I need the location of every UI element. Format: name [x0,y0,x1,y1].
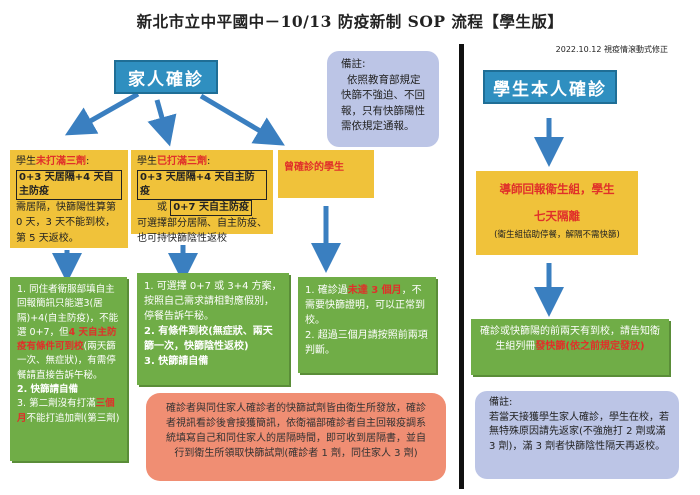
col2-plan-row: 或 0+7 天自主防疫 [137,199,267,216]
col3-action-box: 1. 確診過未達 3 個月，不需要快篩證明，可以正常到校。 2. 超過三個月請按… [298,277,436,373]
student-note-title: 備註: [489,397,513,408]
page-title: 新北市立中平國中－10/13 防疫新制 SOP 流程【學生版】 [136,12,564,31]
col1-heading: 學生未打滿三劑: [16,156,90,167]
col2-condition-box: 學生已打滿三劑: 0+3 天居隔+4 天自主防疫 或 0+7 天自主防疫 可選擇… [131,150,273,244]
col2-body: 可選擇部分居隔、自主防疫、也可持快篩陰性返校 [137,217,267,245]
col2-plan-box-2: 0+7 天自主防疫 [170,199,252,216]
student-isolation-box: 導師回報衛生組，學生 七天隔離 (衛生組協助停餐，解隔不需快篩) [476,171,638,255]
arrow-family-to-col1 [64,91,140,136]
col2-item-2: 2. 有條件到校(無症狀、兩天篩一次，快篩陰性返校) [144,326,273,352]
student-note: 備註: 若當天接獲學生家人確診，學生在校，若無特殊原因請先返家(不強施打 2 劑… [475,391,679,479]
col3-item-1: 1. 確診過未達 3 個月，不需要快篩證明，可以正常到校。 [305,285,425,326]
family-note-line: 需依規定通報。 [341,120,415,132]
student-contact-box: 確診或快篩陽的前兩天有到校，請告知衛生組列冊發快篩(依之前規定發放) [471,319,669,375]
col3-condition-box: 曾確診的學生 [278,150,374,198]
col1-condition-box: 學生未打滿三劑: 0+3 天居隔+4 天自主防疫 需居隔，快篩陽性算第 0 天，… [10,150,128,248]
col1-action-box: 1. 同住者衛服部填自主回報簡訊只能選3(居隔)+4(自主防疫)，不能選 0+7… [10,277,127,461]
family-note-line: 報，只有快篩陽性 [341,104,425,117]
family-note-line: 快篩不強迫、不回 [341,89,425,101]
arrow-family-to-col3 [199,93,285,146]
student-confirmed-title: 學生本人確診 [483,70,617,104]
family-note-line: 依照教育部規定 [347,73,421,86]
family-note: 備註: 依照教育部規定 快篩不強迫、不回 報，只有快篩陽性 需依規定通報。 [327,51,439,147]
col2-heading: 學生已打滿三劑: [137,156,211,167]
family-note-line: 備註: [341,58,366,70]
col2-item-1: 1. 可選擇 0+7 或 3+4 方案，按照自己需求請相對應假別，停餐告訴午秘。 [144,281,282,322]
test-kit-note: 確診者與同住家人確診者的快篩試劑皆由衛生所發放，確診者視訊看診後會接獲簡訊，依衛… [146,393,446,481]
date-note: 2022.10.12 視疫情滾動式修正 [555,45,668,54]
col2-action-box: 1. 可選擇 0+7 或 3+4 方案，按照自己需求請相對應假別，停餐告訴午秘。… [137,273,289,385]
col1-plan-box: 0+3 天居隔+4 天自主防疫 [16,169,122,200]
student-note-body: 若當天接獲學生家人確診，學生在校，若無特殊原因請先返家(不強施打 2 劑或滿 3… [489,411,669,452]
col3-item-2: 2. 超過三個月請按照前兩項判斷。 [305,330,428,356]
col1-body: 需居隔，快篩陽性算第 0 天，3 天不能到校，第 5 天返校。 [16,201,116,244]
col2-plan-box-1: 0+3 天居隔+4 天自主防疫 [137,169,267,200]
student-test-kit-highlight: 發快篩(依之前規定發放) [535,340,645,352]
col1-heading-highlight: 未打滿三劑 [36,156,86,167]
col1-item-2: 2. 快篩請自備 [17,384,79,396]
col3-under-3-months: 未達 3 個月 [347,285,402,296]
col3-heading: 曾確診的學生 [284,162,344,173]
student-report-line: 導師回報衛生組，學生 [499,182,615,196]
student-isolation-days: 七天隔離 [534,209,580,223]
col1-item-3: 3. 第二劑沒有打滿三個月不能打追加劑(第三劑) [17,398,120,424]
col2-item-3: 3. 快篩請自備 [144,356,209,367]
student-isolation-sub: (衛生組協助停餐，解隔不需快篩) [494,230,620,240]
col1-three-months: 三個月 [17,398,115,424]
col2-heading-highlight: 已打滿三劑 [157,156,207,167]
column-divider [459,44,464,489]
col1-conditional-return: 4 天自主防疫有條件可到校 [17,326,117,353]
arrow-family-to-col2 [147,99,177,147]
family-confirmed-title: 家人確診 [114,60,218,94]
